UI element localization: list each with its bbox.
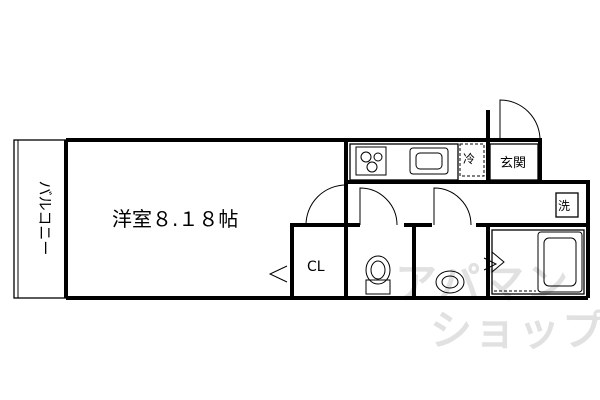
stove-icon	[355, 146, 387, 176]
watermark-line2: ショップ	[430, 306, 600, 355]
bathtub-icon	[537, 231, 583, 293]
bathroom	[491, 229, 585, 295]
fridge-label: 冷	[463, 152, 475, 166]
outer-walls	[64, 110, 590, 300]
closet-label: CL	[307, 259, 325, 275]
doors	[305, 99, 541, 226]
washbasin-icon	[435, 270, 465, 294]
entrance-label: 玄関	[500, 156, 526, 171]
balcony-label: バルコニー	[36, 181, 54, 256]
washer-space: 洗	[555, 192, 579, 218]
sink-icon	[409, 147, 449, 175]
watermark: アパマン ショップ	[395, 259, 600, 355]
washroom-divider	[483, 257, 498, 271]
balcony: バルコニー	[13, 139, 67, 299]
washer-label: 洗	[558, 199, 570, 213]
closet: CL	[268, 259, 325, 283]
entrance: 玄関	[489, 143, 539, 181]
interior-walls	[344, 180, 588, 298]
toilet-icon	[365, 255, 391, 295]
kitchen	[349, 143, 459, 181]
fridge-space: 冷	[459, 143, 485, 177]
western-room-label: 洋室８.１８帖	[112, 207, 238, 231]
